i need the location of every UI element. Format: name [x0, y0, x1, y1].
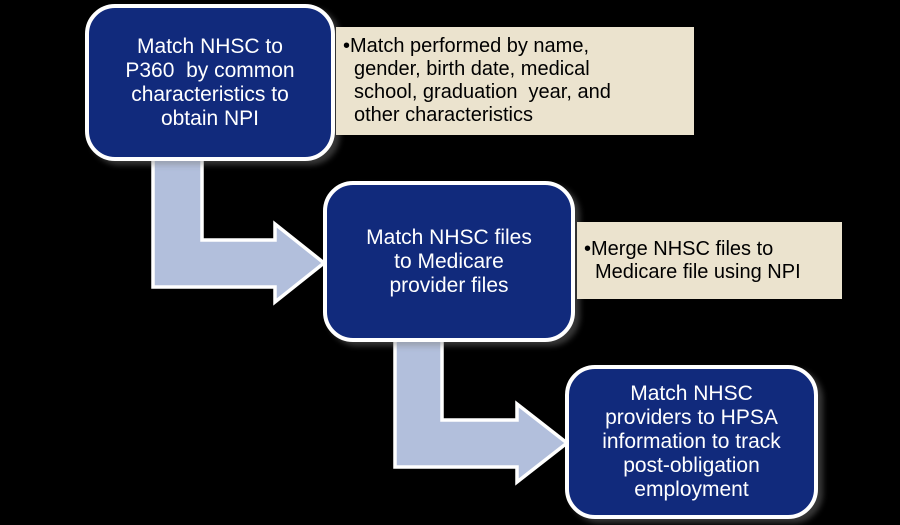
step-box-match-medicare: Match NHSC files to Medicare provider fi…: [323, 181, 575, 342]
elbow-arrow-step2-to-step3: [393, 337, 570, 486]
step-box-match-hpsa: Match NHSC providers to HPSA information…: [565, 365, 818, 519]
step-box-label: Match NHSC providers to HPSA information…: [602, 382, 781, 501]
note-text-content: Match performed by name, gender, birth d…: [350, 35, 611, 126]
note-text-content: Merge NHSC files to Medicare file using …: [591, 237, 801, 283]
note-text: •Merge NHSC files to Medicare file using…: [584, 238, 801, 284]
step-box-match-nhsc-p360: Match NHSC to P360 by common characteris…: [85, 4, 335, 161]
note-text: •Match performed by name, gender, birth …: [343, 35, 611, 127]
elbow-arrow-step1-to-step2: [151, 156, 327, 306]
bullet-icon: •: [584, 237, 592, 260]
step-box-label: Match NHSC to P360 by common characteris…: [125, 34, 295, 130]
step-box-label: Match NHSC files to Medicare provider fi…: [366, 225, 532, 297]
note-box-match-criteria: •Match performed by name, gender, birth …: [336, 27, 694, 135]
bullet-icon: •: [343, 35, 351, 57]
note-box-merge-npi: •Merge NHSC files to Medicare file using…: [577, 222, 842, 299]
